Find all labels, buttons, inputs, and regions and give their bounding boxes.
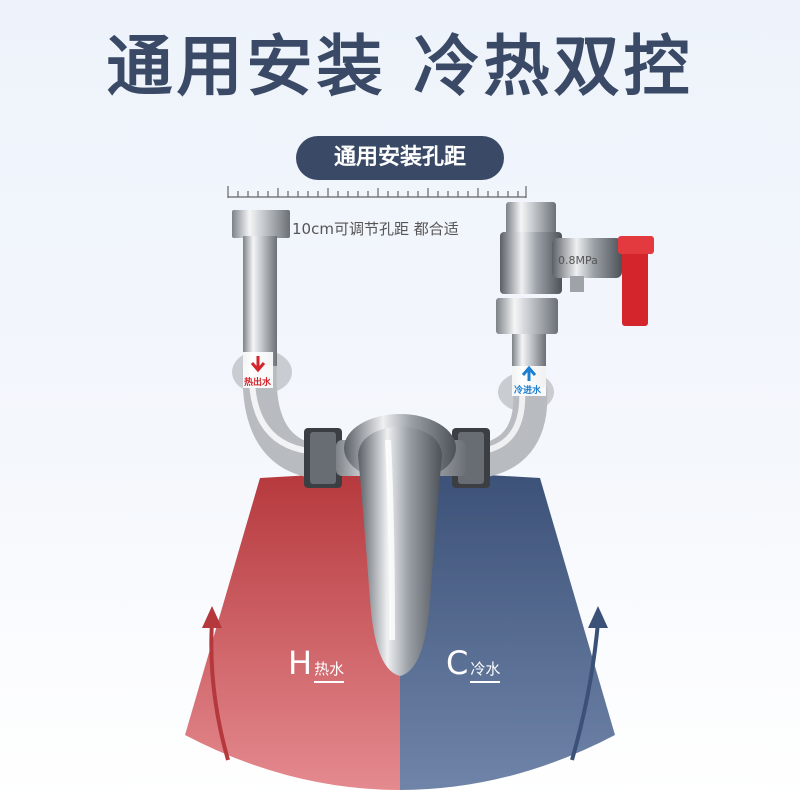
hot-letter: H [288, 644, 313, 682]
hot-arrow-icon [209, 621, 230, 761]
hot-water-fan [185, 470, 400, 790]
safety-valve: 0.8MPa [496, 202, 654, 334]
left-top-nut [232, 210, 290, 238]
faucet-handle [358, 426, 442, 676]
cold-letter: C [446, 644, 469, 682]
cold-arrow-icon [570, 621, 600, 761]
hot-water-label: H 热水 [288, 644, 345, 683]
spacing-badge: 通用安装孔距 [296, 136, 504, 180]
cold-in-arrow-icon [521, 365, 537, 381]
hot-text: 热水 [314, 658, 345, 683]
cold-water-fan [400, 470, 615, 790]
ruler-caption: 10cm可调节孔距 都合适 [292, 220, 459, 238]
cold-in-label: 冷进水 [514, 386, 542, 396]
cold-text: 冷水 [470, 658, 501, 683]
headline: 通用安装 冷热双控 [106, 28, 694, 105]
red-lever-icon [622, 240, 648, 326]
ruler [227, 186, 527, 198]
hot-out-label: 热出水 [244, 378, 272, 388]
cold-water-label: C 冷水 [446, 644, 501, 683]
hot-out-arrow-icon [250, 356, 266, 373]
valve-marking: 0.8MPa [558, 254, 598, 267]
